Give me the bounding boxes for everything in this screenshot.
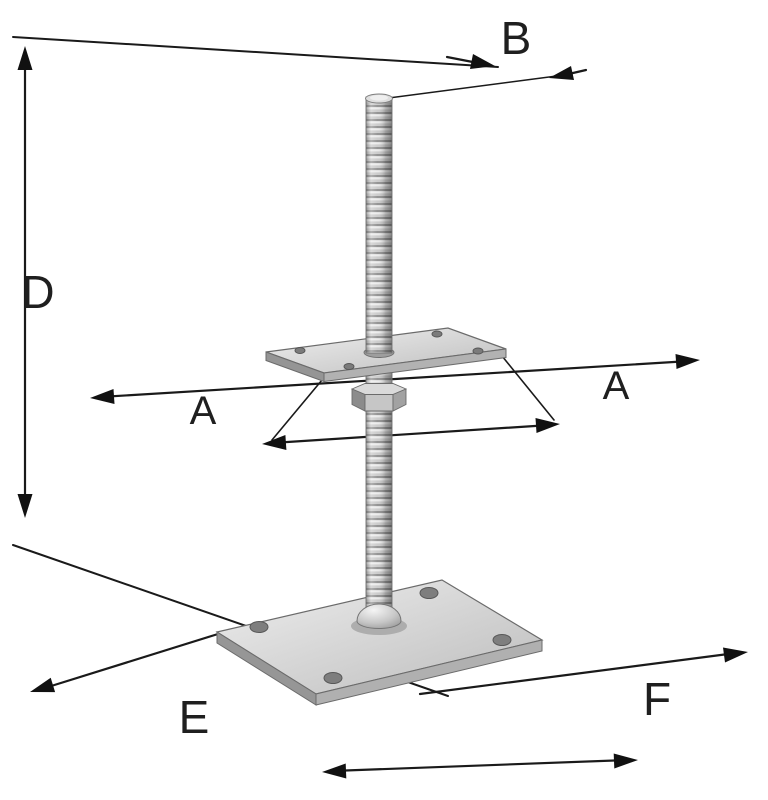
base-plate-hole-front: [323, 672, 343, 684]
dimension-b: B: [12, 12, 588, 100]
top-plate-hole-left: [294, 347, 306, 354]
dimension-a-depth: A: [262, 355, 630, 450]
a-depth-extension-right: [501, 355, 555, 421]
f-dimension-line: [330, 758, 630, 773]
e-arrowhead: [30, 677, 56, 693]
label-a-width: A: [190, 389, 217, 433]
e-dimension-line: [46, 632, 220, 689]
base-plate-hole-back: [419, 587, 439, 599]
rod-upper-shading: [365, 96, 393, 354]
f-arrowhead-left: [322, 763, 347, 779]
top-plate-hole-right: [472, 347, 484, 355]
a-depth-arrowhead-left: [262, 435, 287, 450]
d-top-extension-line: [12, 36, 499, 68]
a-width-arrowhead-right: [675, 354, 700, 369]
d-arrowhead-bottom: [17, 494, 33, 518]
f-arrowhead-diagonal: [723, 647, 748, 663]
base-plate-hole-left: [249, 621, 269, 633]
label-e: E: [179, 691, 210, 743]
hex-nut-facet-right: [392, 388, 407, 412]
dimension-d: D: [12, 46, 449, 697]
base-plate-hole-right: [492, 634, 512, 646]
base-plate-side-right: [315, 639, 543, 706]
a-width-arrowhead-left: [90, 389, 115, 404]
top-plate-side-right: [323, 348, 507, 383]
base-plate: [215, 579, 544, 706]
top-plate-hole-back: [431, 330, 443, 338]
rod-top-extension-line: [380, 73, 573, 100]
label-d: D: [21, 266, 54, 318]
threaded-rod-lower: [365, 403, 393, 621]
label-f: F: [643, 673, 671, 725]
a-depth-arrowhead-right: [535, 418, 560, 433]
hex-nut-facet-center: [364, 394, 394, 412]
a-width-dimension-line: [98, 359, 692, 399]
hex-nut: [350, 383, 408, 412]
rod-dome-foot: [356, 603, 402, 629]
f-arrowhead-right: [613, 753, 638, 769]
d-arrowhead-top: [17, 46, 33, 70]
rod-top-cap-highlight: [370, 95, 388, 101]
b-arrowhead-right: [549, 66, 574, 80]
top-plate-hole-front: [343, 363, 355, 370]
label-a-depth: A: [603, 364, 630, 408]
dimension-e: E: [30, 632, 220, 743]
a-depth-extension-left: [271, 379, 323, 441]
threaded-rod-upper: [365, 93, 393, 354]
rod-lower-shading: [365, 403, 393, 621]
f-diagonal-line: [418, 651, 738, 696]
dimension-f: F: [322, 647, 748, 779]
b-arrowhead-left: [470, 54, 495, 69]
a-depth-dimension-line: [270, 423, 552, 445]
dimension-a-width: A: [90, 354, 700, 433]
label-b: B: [501, 12, 532, 64]
